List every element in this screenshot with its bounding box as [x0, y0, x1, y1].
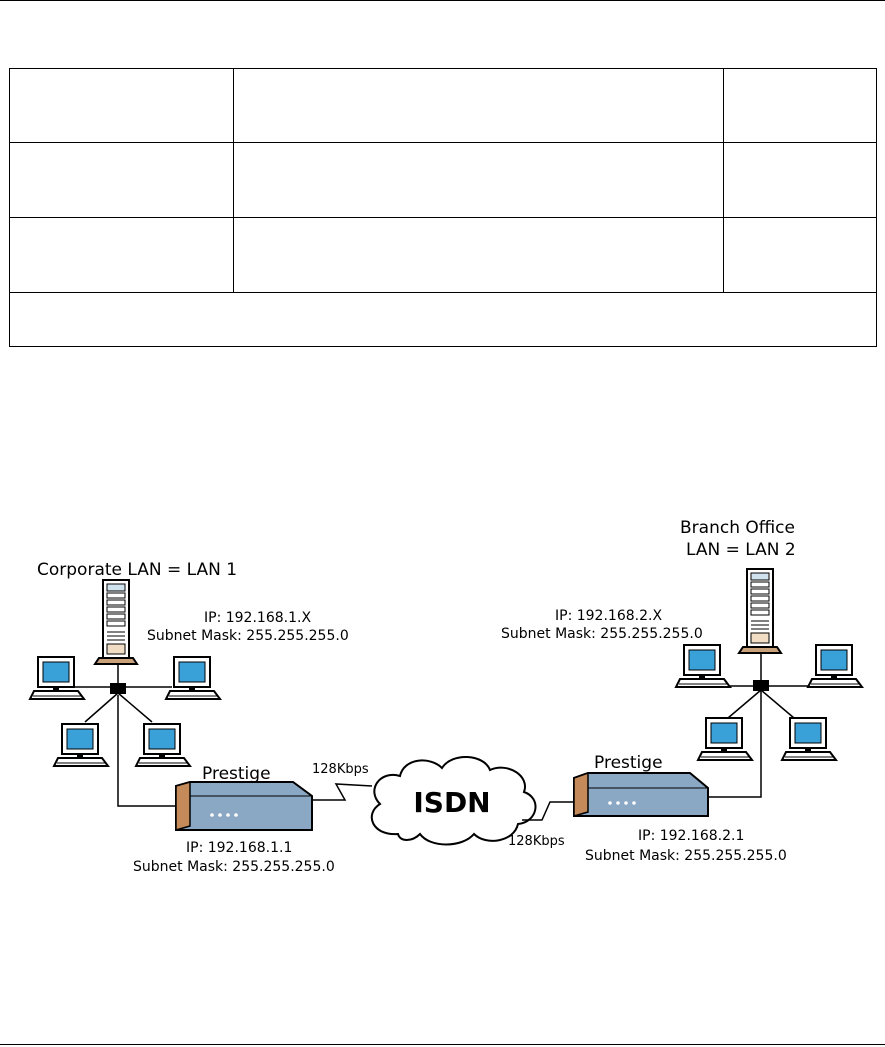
computer-icon [29, 656, 85, 700]
table-cell [723, 142, 877, 218]
branch-lan-label-line2: LAN = LAN 2 [686, 540, 796, 560]
bottom-rule [0, 1044, 885, 1045]
table-row [9, 292, 877, 347]
cloud-label: ISDN [413, 786, 490, 819]
branch-lan-label: Branch Office [680, 518, 795, 538]
right-router-mask: Subnet Mask: 255.255.255.0 [585, 848, 787, 864]
server-icon [94, 579, 138, 665]
left-router-name: Prestige [202, 764, 271, 784]
branch-lan-ip: IP: 192.168.2.X [555, 608, 662, 624]
corporate-lan-group [29, 579, 313, 831]
hub-icon [110, 683, 126, 694]
left-link-speed: 128Kbps [312, 762, 369, 777]
table-cell [233, 142, 724, 218]
computer-icon [135, 723, 191, 767]
computer-icon [165, 656, 221, 700]
left-router-mask: Subnet Mask: 255.255.255.0 [133, 859, 335, 875]
branch-lan-group [573, 568, 863, 817]
isdn-cloud: ISDN [370, 755, 537, 846]
table-cell [9, 292, 877, 347]
right-link-speed: 128Kbps [508, 834, 565, 849]
top-rule [0, 0, 885, 1]
corporate-lan-mask: Subnet Mask: 255.255.255.0 [147, 628, 349, 644]
branch-lan-mask: Subnet Mask: 255.255.255.0 [501, 626, 703, 642]
computer-icon [675, 644, 731, 688]
isdn-link-left [312, 783, 373, 801]
table-cell [233, 68, 724, 143]
hub-icon [753, 680, 769, 691]
table-cell [9, 68, 234, 143]
left-router-ip: IP: 192.168.1.1 [186, 840, 292, 856]
blank-table [9, 68, 877, 347]
table-row [9, 142, 877, 218]
network-diagram: ISDN Corporate LAN = LAN 1 IP: 192.168.1… [29, 518, 863, 875]
right-router-ip: IP: 192.168.2.1 [638, 828, 744, 844]
table-cell [723, 68, 877, 143]
computer-icon [53, 723, 109, 767]
router-icon [573, 771, 709, 817]
table-row [9, 217, 877, 293]
right-router-name: Prestige [594, 753, 663, 773]
router-icon [175, 781, 313, 831]
corporate-lan-label: Corporate LAN = LAN 1 [37, 560, 237, 580]
table-cell [9, 142, 234, 218]
computer-icon [781, 717, 837, 761]
table-row [9, 68, 877, 143]
corporate-lan-ip: IP: 192.168.1.X [204, 610, 311, 626]
computer-icon [807, 644, 863, 688]
server-icon [738, 568, 782, 654]
isdn-link-right [522, 801, 574, 821]
computer-icon [697, 717, 753, 761]
table-cell [233, 217, 724, 293]
table-cell [723, 217, 877, 293]
table-cell [9, 217, 234, 293]
